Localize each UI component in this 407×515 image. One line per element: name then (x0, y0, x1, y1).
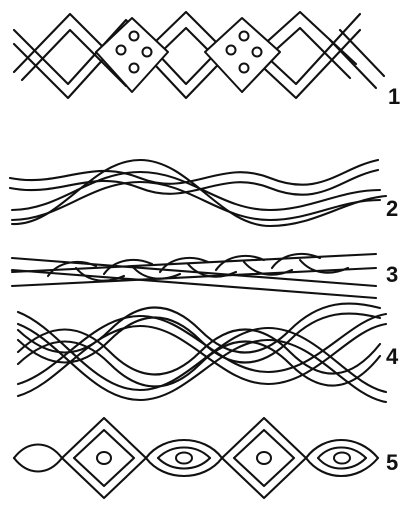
band-number-3: 3 (386, 262, 398, 287)
band-number-4: 4 (386, 344, 399, 369)
band-4-interlaced-plait: 4 (18, 303, 399, 402)
ring-5b (176, 453, 192, 464)
band-1-diamond-lattice: 1 (14, 12, 400, 109)
band-number-5: 5 (386, 450, 398, 475)
dot-1d (130, 64, 139, 73)
band-number-1: 1 (388, 84, 400, 109)
dot-1a (130, 32, 139, 41)
dot-1c (143, 48, 152, 57)
dot-2b (227, 46, 236, 55)
dot-2d (240, 64, 249, 73)
dot-2a (240, 32, 249, 41)
ring-5d (334, 453, 350, 464)
band-3-rope-twist: 3 (12, 254, 398, 298)
ring-5a (97, 452, 111, 464)
band-2-two-strand-twist: 2 (10, 160, 398, 226)
dot-2c (253, 48, 262, 57)
dot-1b (117, 46, 126, 55)
ring-5c (257, 452, 271, 464)
band-number-2: 2 (386, 196, 398, 221)
band-5-diamonds-and-eyes: 5 (14, 418, 398, 498)
